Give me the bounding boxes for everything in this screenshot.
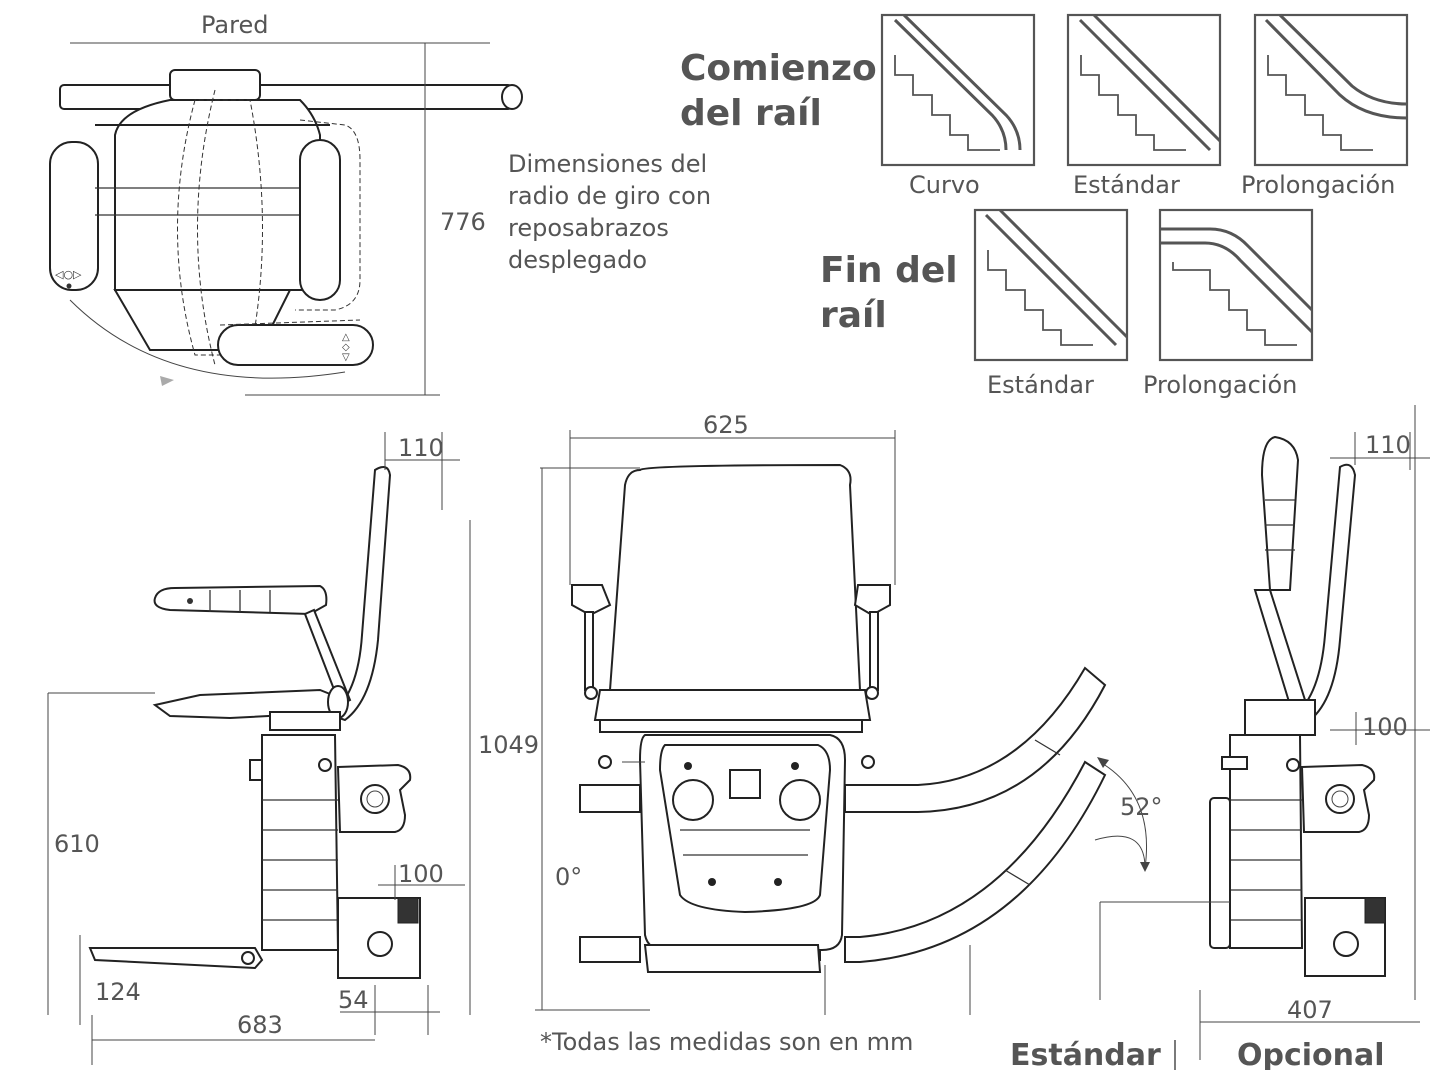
rail-end-extension-icon: [1158, 208, 1314, 362]
side-foot-offset-dim: 100: [398, 860, 444, 888]
optional-view: 110 100 407: [1099, 405, 1430, 1060]
svg-text:△: △: [342, 332, 350, 343]
rail-start-title: Comienzo del raíl: [680, 48, 889, 134]
rail-start-extension-icon: [1253, 13, 1409, 167]
optional-folded-depth-dim: 407: [1287, 996, 1333, 1024]
rail-start-section: Comienzo del raíl Curvo Estándar Prolong…: [680, 13, 1409, 199]
front-width-dim: 625: [703, 411, 749, 439]
rail-end-section: Fin del raíl Estándar Prolongación: [820, 208, 1314, 399]
rail-end-title: Fin del raíl: [820, 250, 970, 336]
rail-end-standard-icon: [973, 208, 1129, 362]
svg-text:◇: ◇: [342, 342, 350, 353]
svg-text:▽: ▽: [342, 352, 350, 363]
rail-start-option-curved: Curvo: [909, 171, 980, 199]
front-angle-min: 0°: [555, 863, 582, 891]
turning-note: Dimensiones del radio de giro con reposa…: [508, 150, 719, 274]
side-total-depth-dim: 683: [237, 1011, 283, 1039]
rail-end-option-standard: Estándar: [987, 371, 1094, 399]
rail-start-standard-icon: [1066, 13, 1222, 167]
side-seat-height-dim: 610: [54, 830, 100, 858]
wall-label: Pared: [201, 11, 268, 39]
top-view: Pared ◁○▷ △ ◇ ▽ 776 Dimensiones del: [49, 11, 719, 396]
rail-start-curved-icon: [880, 13, 1036, 167]
rail-end-option-extension: Prolongación: [1143, 371, 1297, 399]
rail-start-option-standard: Estándar: [1073, 171, 1180, 199]
optional-label: Opcional: [1237, 1038, 1385, 1070]
side-back-offset-dim: 110: [398, 434, 444, 462]
optional-arm-offset-dim: 100: [1362, 713, 1408, 741]
rail-start-option-extension: Prolongación: [1241, 171, 1395, 199]
side-view: 110 610 100 124 54 683: [47, 432, 471, 1065]
standard-label: Estándar: [1010, 1038, 1161, 1070]
front-angle-max: 52°: [1120, 793, 1163, 821]
optional-back-offset-dim: 110: [1365, 431, 1411, 459]
depth-dim: 776: [440, 208, 486, 236]
front-view: 625 1049 0° 52° *Todas las medidas son e…: [478, 411, 1163, 1056]
side-foot-height-dim: 124: [95, 978, 141, 1006]
svg-text:◁○▷: ◁○▷: [55, 268, 82, 281]
front-height-dim: 1049: [478, 731, 539, 759]
side-rail-gap-dim: 54: [338, 986, 369, 1014]
units-footnote: *Todas las medidas son en mm: [540, 1028, 913, 1056]
